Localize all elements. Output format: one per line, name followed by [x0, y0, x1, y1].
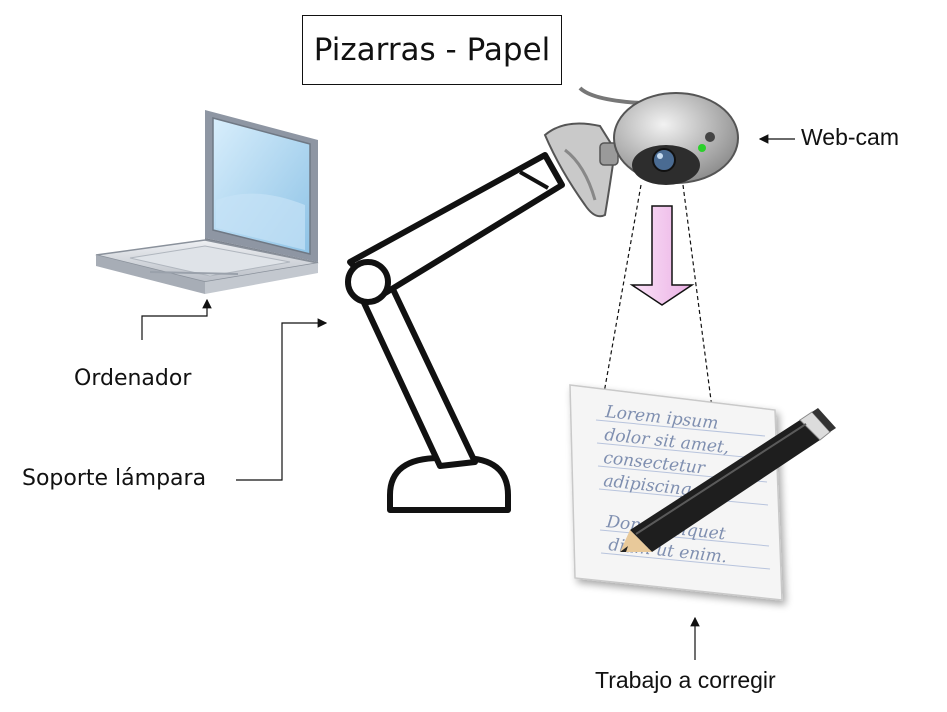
- trabajo-label: Trabajo a corregir: [595, 667, 776, 693]
- title-box: Pizarras - Papel: [302, 15, 562, 85]
- diagram-title: Pizarras - Papel: [313, 32, 551, 68]
- down-arrow-icon: [629, 205, 695, 306]
- view-line-left: [603, 184, 642, 394]
- ordenador-label: Ordenador: [74, 366, 192, 391]
- soporte-connector: [236, 318, 328, 481]
- soporte-label: Soporte lámpara: [22, 466, 207, 491]
- webcam-label: Web-cam: [801, 124, 899, 150]
- laptop-icon: [95, 110, 319, 294]
- webcam-icon: [543, 86, 739, 218]
- view-line-right: [682, 184, 713, 409]
- desk-lamp-icon: [345, 152, 565, 513]
- pencil-icon: [620, 408, 836, 552]
- ordenador-connector: [141, 298, 212, 340]
